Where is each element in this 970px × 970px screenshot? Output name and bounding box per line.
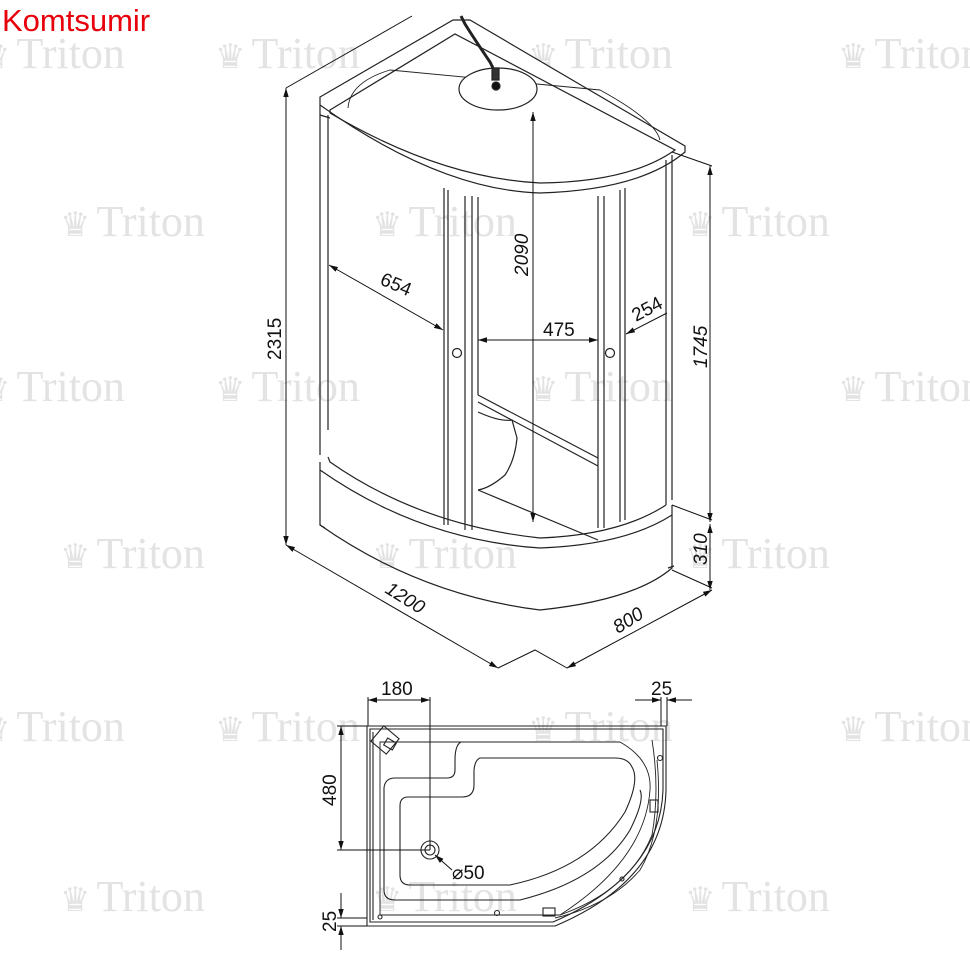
plan-dimensions	[337, 697, 692, 950]
dim-drain-x: 180	[381, 679, 413, 700]
plan-view	[366, 725, 667, 927]
door-handle-left	[451, 347, 463, 359]
dim-inner-height: 2090	[512, 233, 533, 277]
dim-frame-right: 25	[651, 679, 672, 700]
dim-right-panel: 254	[628, 293, 666, 327]
dim-length: 1200	[381, 578, 428, 618]
dim-total-height: 2315	[265, 318, 286, 360]
dim-wall-height: 1745	[691, 325, 712, 368]
dim-tray-height: 310	[691, 533, 712, 565]
dim-drain-diameter: ⌀50	[452, 863, 485, 884]
dim-door-opening: 475	[543, 320, 575, 341]
plan-dim-labels: 180 25 480 25 ⌀50	[320, 679, 672, 932]
perspective-dim-labels: 2315 2090 654 475 254 1745 310 1200 800	[265, 233, 712, 638]
dim-depth: 800	[610, 603, 648, 638]
perspective-view	[319, 15, 686, 611]
door-handle-right	[604, 347, 616, 359]
perspective-dimensions	[283, 15, 713, 669]
basin-contour	[383, 741, 642, 901]
dim-side-panel: 654	[377, 269, 415, 301]
dim-frame-bottom: 25	[320, 911, 341, 932]
tray-outline	[366, 725, 667, 927]
dim-drain-y: 480	[320, 774, 341, 806]
shower-hose	[459, 15, 496, 71]
brand-label: Komtsumir	[2, 3, 151, 38]
tray-apron	[319, 470, 673, 611]
